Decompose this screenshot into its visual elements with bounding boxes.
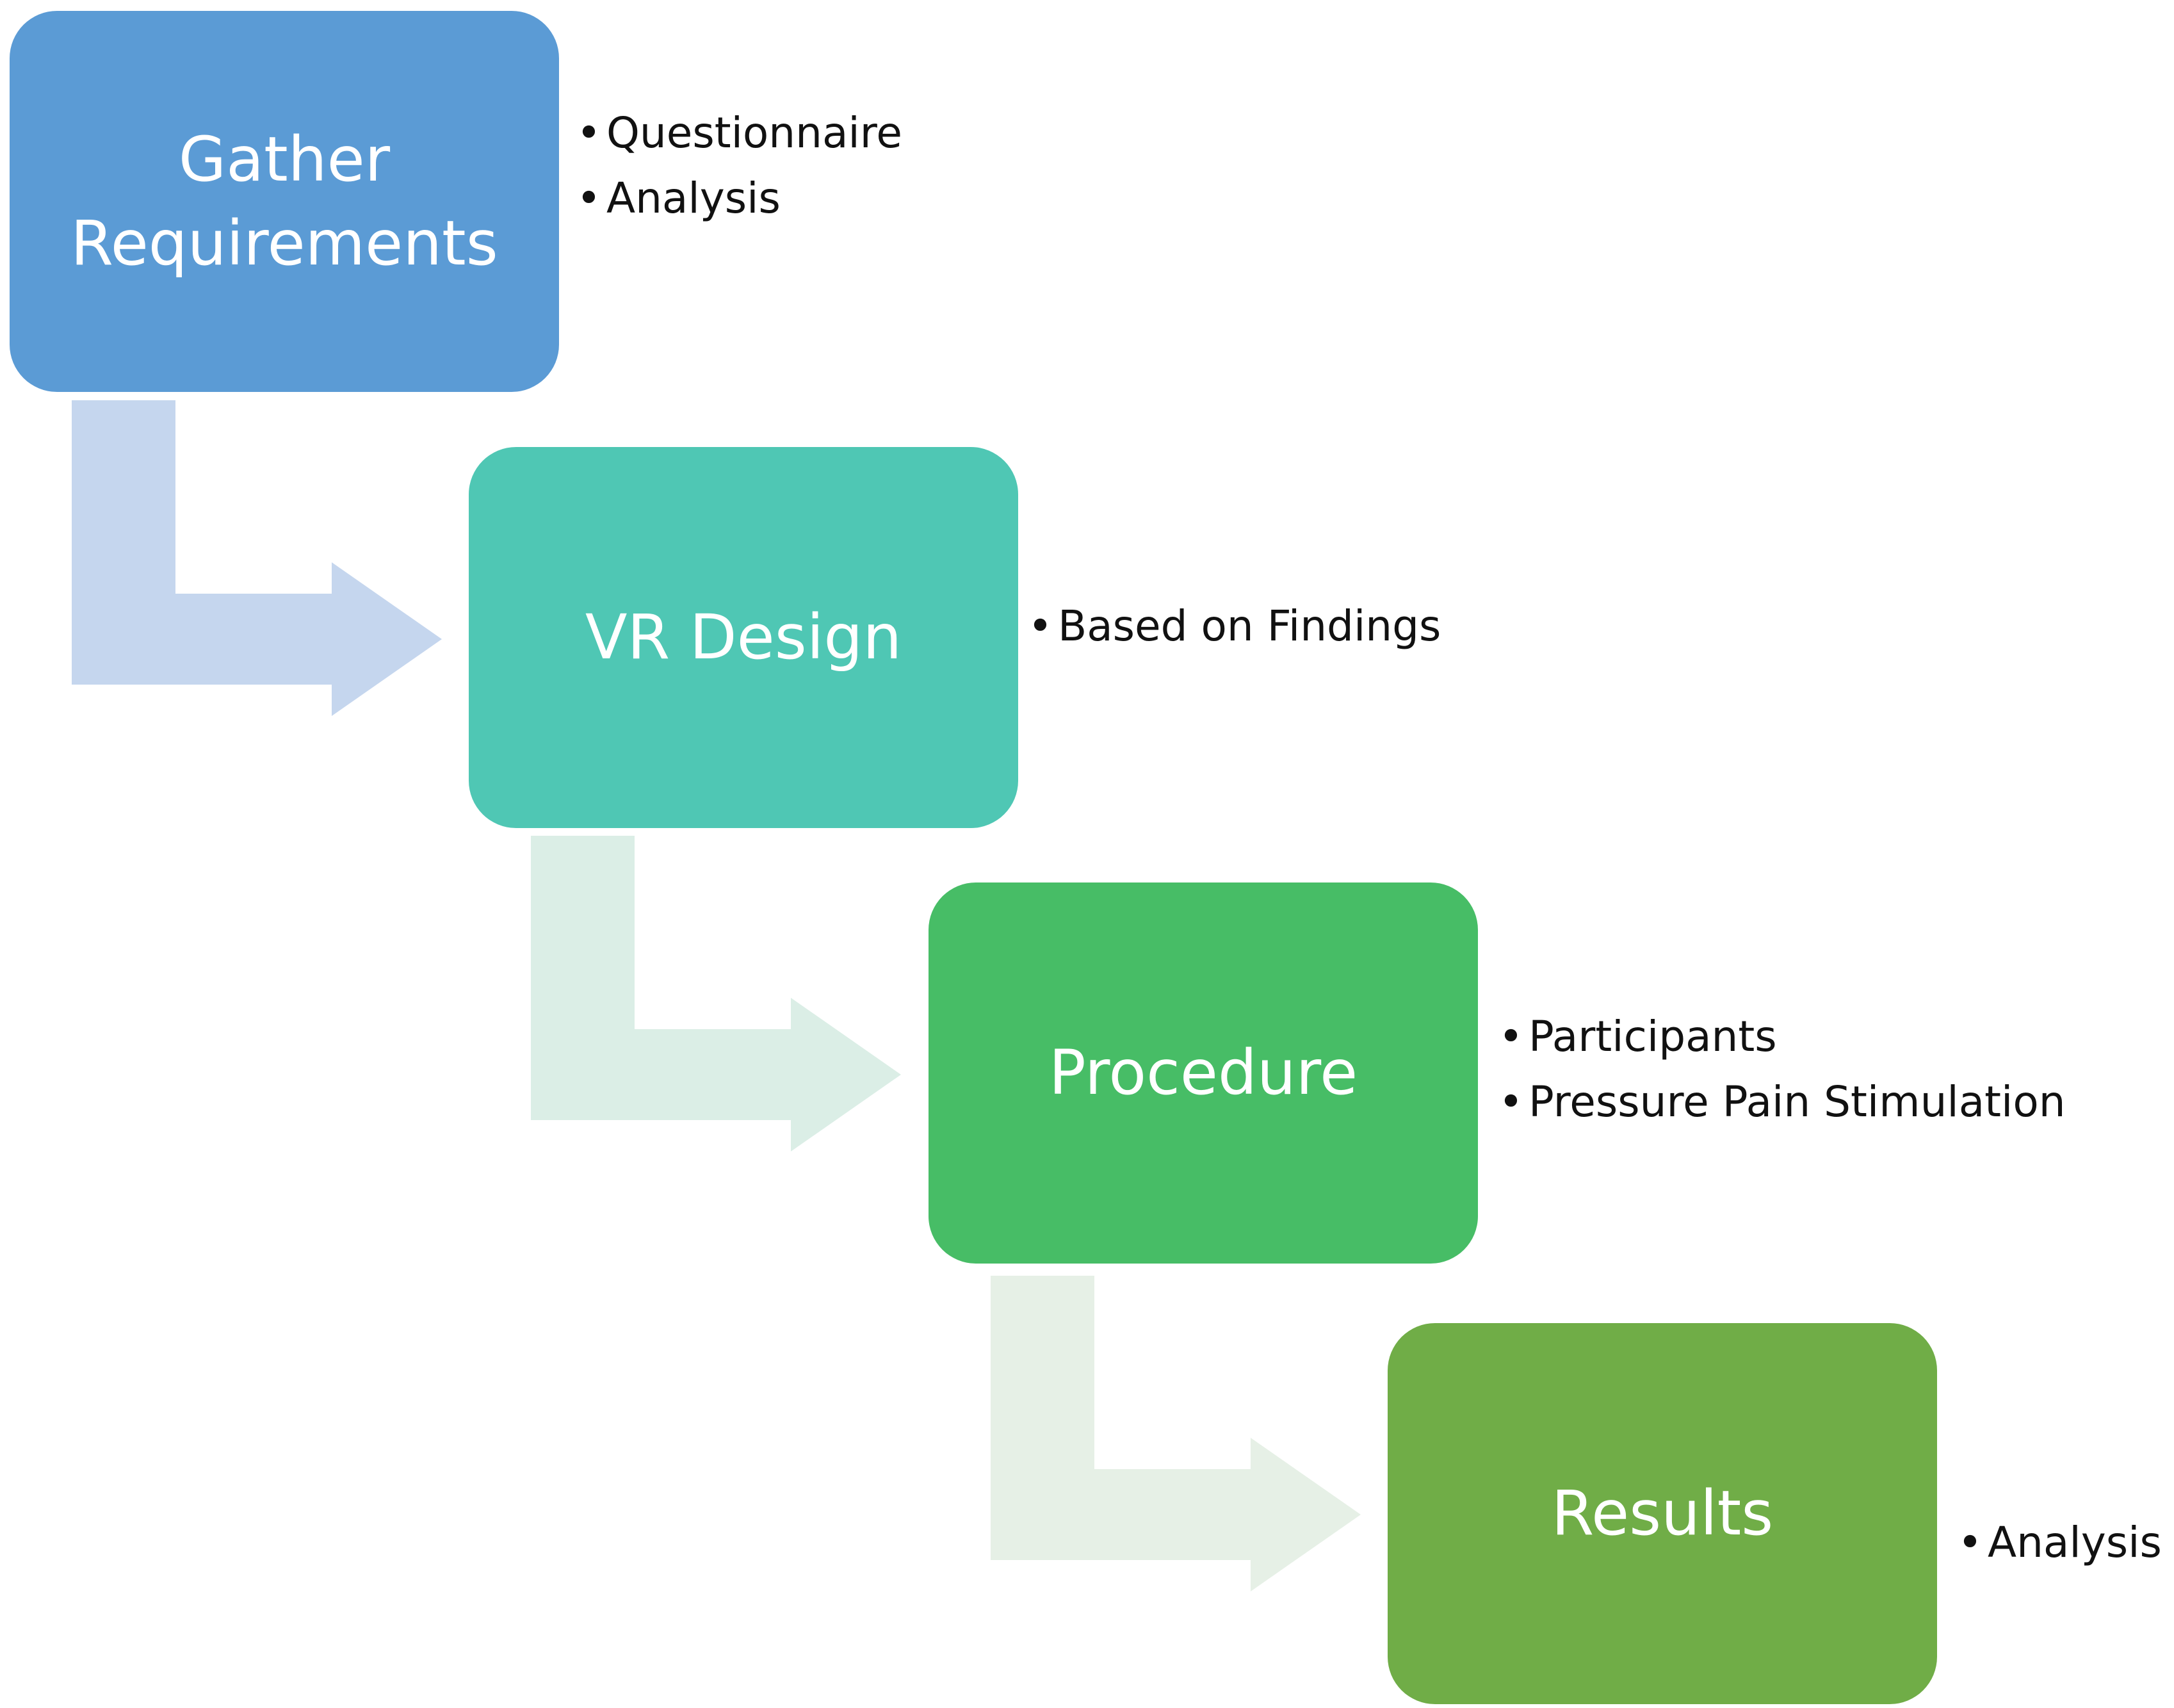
step-notes-vr-design: Based on Findings — [1028, 594, 1441, 659]
step-box-results: Results — [1388, 1323, 1937, 1704]
step-title: VR Design — [585, 601, 902, 674]
note-item: Pressure Pain Stimulation — [1498, 1070, 2066, 1135]
step-notes-procedure: Participants Pressure Pain Stimulation — [1498, 1004, 2066, 1135]
note-item: Based on Findings — [1028, 594, 1441, 659]
note-item: Analysis — [576, 166, 902, 231]
step-title: Procedure — [1048, 1037, 1358, 1109]
note-item: Participants — [1498, 1004, 2066, 1070]
step-notes-results: Analysis — [1958, 1510, 2162, 1575]
step-box-vr-design: VR Design — [469, 447, 1018, 828]
connector-arrow-3 — [991, 1276, 1361, 1591]
step-box-gather-requirements: Gather Requirements — [10, 11, 559, 392]
note-item: Analysis — [1958, 1510, 2162, 1575]
step-box-procedure: Procedure — [929, 882, 1478, 1264]
note-item: Questionnaire — [576, 101, 902, 166]
connector-arrow-1 — [72, 400, 442, 716]
step-title: Results — [1551, 1477, 1774, 1550]
step-notes-gather-requirements: Questionnaire Analysis — [576, 101, 902, 231]
connector-arrow-2 — [531, 836, 901, 1151]
step-title: Gather Requirements — [70, 123, 498, 279]
